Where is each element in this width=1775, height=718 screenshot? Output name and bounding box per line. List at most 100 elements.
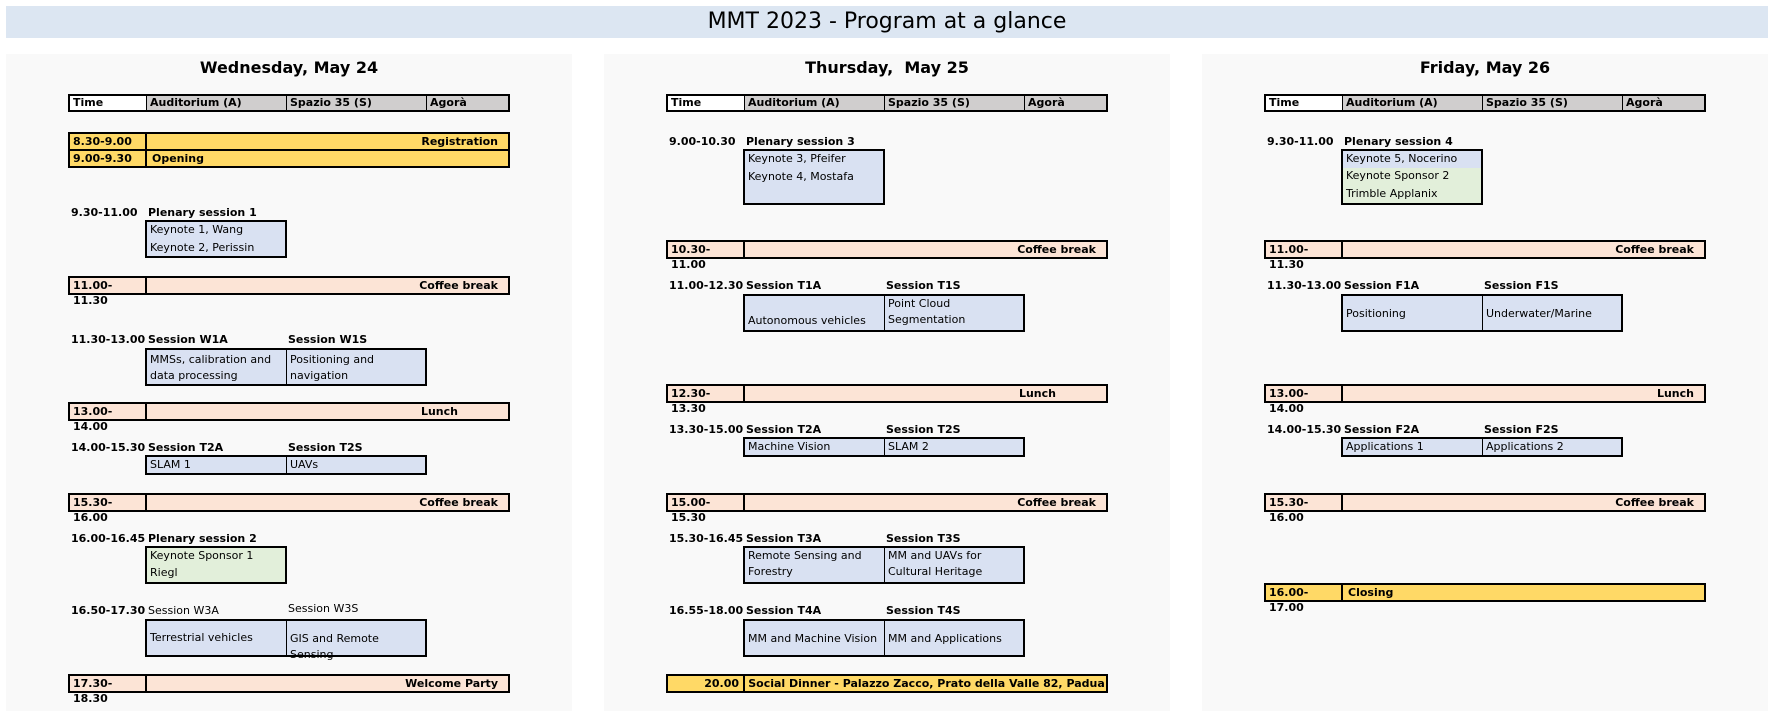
session-time: 11.30-13.00 [71,333,146,346]
session-label: Session T2S [288,441,363,454]
keynote-item: Keynote Sponsor 1 [150,549,254,562]
session-topic: Positioning [1346,307,1406,320]
session-topic: MM and Machine Vision [748,632,878,645]
row-time: 10.30-11.00 [668,242,745,271]
session-time: 15.30-16.45 [669,532,744,545]
col-agora: Agorà [1028,96,1065,109]
row-time: 15.30-16.00 [70,495,147,524]
coffee-break-row: 11.00-11.30 Coffee break [1264,240,1706,271]
keynote-item: Riegl [150,566,178,579]
row-label: Coffee break [1017,243,1096,256]
row-time: 9.00-9.30 [70,151,147,166]
row-label: Lunch [1656,387,1694,400]
day-title: Wednesday, May 24 [199,58,379,77]
row-time: 13.00-14.00 [1266,386,1343,415]
session-label: Session T3A [746,532,822,545]
row-time: 16.00-17.00 [1266,585,1343,614]
coffee-break-row: 10.30-11.00 Coffee break [666,240,1108,271]
session-topic: UAVs [290,458,319,471]
lunch-row: 12.30-13.30 Lunch [666,384,1108,415]
session-time: 9.30-11.00 [71,206,138,219]
session-topic: SLAM 1 [150,458,191,471]
session-label: Session F2S [1484,423,1559,436]
row-label: Coffee break [419,496,498,509]
keynote-item: Keynote 4, Mostafa [748,170,854,183]
session-label: Session W1A [148,333,228,346]
row-label: Welcome Party [405,677,498,690]
row-label: Registration [421,135,498,148]
coffee-break-row: 15.00-15.30 Coffee break [666,493,1108,524]
col-spazio: Spazio 35 (S) [1483,96,1623,110]
session-topic: MM and Applications [888,632,1002,645]
session-label: Session T4A [746,604,822,617]
row-label: Closing [1348,586,1394,599]
session-topic: Remote Sensing and Forestry [748,549,862,578]
row-label: Lunch [1018,387,1056,400]
session-topic: Terrestrial vehicles [150,631,253,644]
col-spazio: Spazio 35 (S) [287,96,427,110]
lunch-row: 13.00-14.00 Lunch [1264,384,1706,415]
session-topic: SLAM 2 [888,440,929,453]
row-time: 15.00-15.30 [668,495,745,524]
keynote-item: Trimble Applanix [1343,186,1481,203]
session-label: Session W3A [148,604,219,617]
row-time: 8.30-9.00 [70,134,147,149]
column-header: Time Auditorium (A) Spazio 35 (S) Agorà [68,94,510,112]
row-time: 13.00-14.00 [70,404,147,433]
row-label: Lunch [420,405,458,418]
session-label: Session F2A [1344,423,1420,436]
row-label: Coffee break [419,279,498,292]
session-topic: Applications 1 [1346,440,1424,453]
col-auditorium: Auditorium (A) [745,96,885,110]
keynote-item: Keynote Sponsor 2 [1343,168,1481,186]
session-box: SLAM 1 UAVs [145,455,427,475]
column-header: Time Auditorium (A) Spazio 35 (S) Agorà [666,94,1108,112]
session-label: Plenary session 4 [1344,135,1453,148]
session-label: Session T4S [886,604,961,617]
coffee-break-row: 15.30-16.00 Coffee break [68,493,510,524]
col-agora: Agorà [1626,96,1663,109]
coffee-break-row: 15.30-16.00 Coffee break [1264,493,1706,524]
closing-row: 16.00-17.00 Closing [1264,583,1706,614]
session-label: Session T2A [148,441,224,454]
opening-row: 9.00-9.30 Opening [68,149,510,168]
session-box: Machine Vision SLAM 2 [743,437,1025,457]
session-time: 11.00-12.30 [669,279,744,292]
session-box: MMSs, calibration and data processing Po… [145,348,427,386]
col-spazio: Spazio 35 (S) [885,96,1025,110]
session-box: Autonomous vehicles Point Cloud Segmenta… [743,294,1025,332]
plenary-box: Keynote 5, Nocerino Keynote Sponsor 2 Tr… [1341,149,1483,205]
session-box: Remote Sensing and Forestry MM and UAVs … [743,546,1025,584]
session-label: Session F1S [1484,279,1559,292]
session-box: Terrestrial vehicles GIS and Remote Sens… [145,619,427,661]
col-agora: Agorà [430,96,467,109]
sponsor-box: Keynote Sponsor 1 Riegl [145,546,287,584]
day-panel-thursday: Thursday, May 25 Time Auditorium (A) Spa… [604,54,1170,711]
session-box: Applications 1 Applications 2 [1341,437,1623,457]
session-label: Session T2S [886,423,961,436]
col-time: Time [1266,96,1343,110]
row-label: Social Dinner - Palazzo Zacco, Prato del… [748,677,1105,690]
plenary-box: Keynote 1, Wang Keynote 2, Perissin [145,220,287,258]
session-label: Plenary session 2 [148,532,257,545]
social-dinner-row: 20.00 Social Dinner - Palazzo Zacco, Pra… [666,674,1108,693]
col-auditorium: Auditorium (A) [1343,96,1483,110]
page-title: MMT 2023 - Program at a glance [6,6,1768,38]
session-label: Session T2A [746,423,822,436]
session-time: 11.30-13.00 [1267,279,1342,292]
session-topic: Underwater/Marine [1486,307,1592,320]
day-panel-wednesday: Wednesday, May 24 Time Auditorium (A) Sp… [6,54,572,711]
row-label: Opening [152,152,204,165]
session-label: Session W1S [288,333,368,346]
session-topic: Machine Vision [748,440,831,453]
session-label: Session T3S [886,532,961,545]
session-topic: Autonomous vehicles [748,314,866,327]
keynote-item: Keynote 5, Nocerino [1343,151,1481,168]
row-label: Coffee break [1017,496,1096,509]
session-time: 16.50-17.30 [71,604,146,617]
session-label: Session T1S [886,279,961,292]
session-topic: Positioning and navigation [290,353,375,382]
session-box: Positioning Underwater/Marine [1341,294,1623,332]
row-time: 12.30-13.30 [668,386,745,415]
session-time: 14.00-15.30 [71,441,146,454]
